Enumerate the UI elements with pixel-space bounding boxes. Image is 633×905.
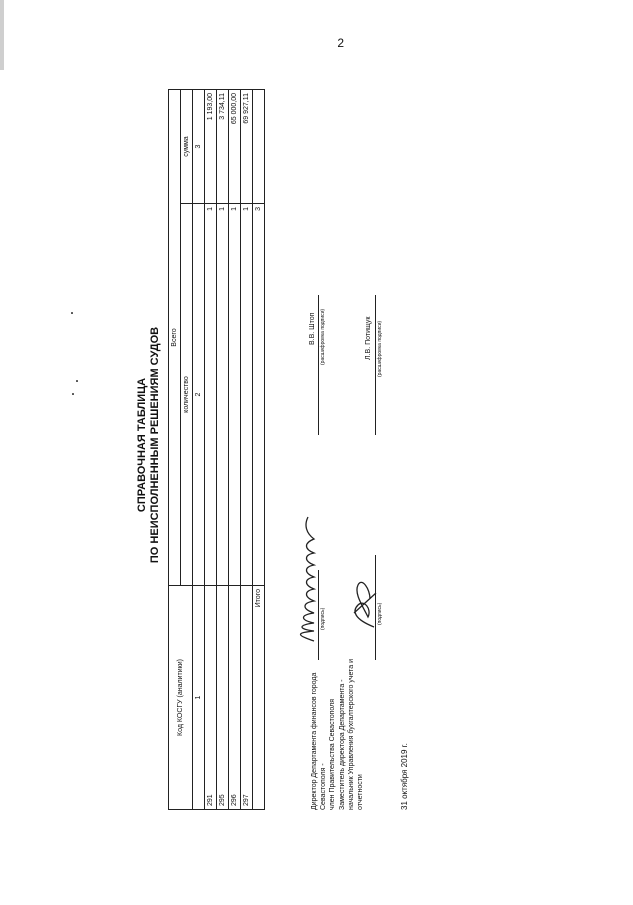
row-code: 296 [228,585,241,810]
row-code: 295 [216,585,229,810]
row-quantity: 1 [216,203,229,586]
header-total: Всего [168,89,181,586]
scan-margin-shadow [0,0,4,70]
table-row: 297 1 69 927,11 [240,89,253,810]
table-row: 295 1 3 734,11 [216,89,229,810]
court-decisions-table: Код КОСГУ (аналитики) Всего количество с… [168,89,265,810]
row-quantity: 1 [240,203,253,586]
total-label: Итого [252,585,265,810]
document-date: 31 октября 2019 г. [400,743,409,810]
header-code: Код КОСГУ (аналитики) [168,585,193,810]
row-sum: 69 927,11 [240,89,253,204]
deputy-name-caption: (расшифровка подписи) [377,320,383,377]
table-row: 296 1 65 000,00 [228,89,241,810]
header-sum: сумма [180,89,193,204]
row-sum: 3 734,11 [216,89,229,204]
director-signature [299,516,317,642]
scan-speck [72,393,74,395]
table-row: 291 1 1 193,00 [204,89,217,810]
column-number: 2 [192,203,205,586]
title-line-2: ПО НЕИСПОЛНЕННЫМ РЕШЕНИЯМ СУДОВ [149,326,161,564]
total-quantity: 3 [252,203,265,586]
row-quantity: 1 [204,203,217,586]
column-number: 3 [192,89,205,204]
director-signature-caption: (подпись) [320,607,326,630]
page-number: 2 [337,36,344,50]
deputy-name: Л.В. Потищук [365,316,372,360]
director-name: В.В. Штоп [309,312,316,345]
director-name-line [318,295,319,435]
deputy-name-line [375,295,376,435]
title-line-1: СПРАВОЧНАЯ ТАБЛИЦА [136,377,148,513]
row-code: 297 [240,585,253,810]
row-quantity: 1 [228,203,241,586]
header-quantity: количество [180,203,193,586]
scan-speck [76,380,78,382]
total-row: Итого 3 [252,89,265,810]
document-title: СПРАВОЧНАЯ ТАБЛИЦА ПО НЕИСПОЛНЕННЫМ РЕШЕ… [136,305,162,585]
scan-speck [71,312,73,314]
deputy-signature-caption: (подпись) [377,602,383,625]
row-sum: 1 193,00 [204,89,217,204]
column-number: 1 [192,585,205,810]
deputy-signature [353,581,377,628]
row-code: 291 [204,585,217,810]
director-name-caption: (расшифровка подписи) [320,308,326,365]
row-sum: 65 000,00 [228,89,241,204]
